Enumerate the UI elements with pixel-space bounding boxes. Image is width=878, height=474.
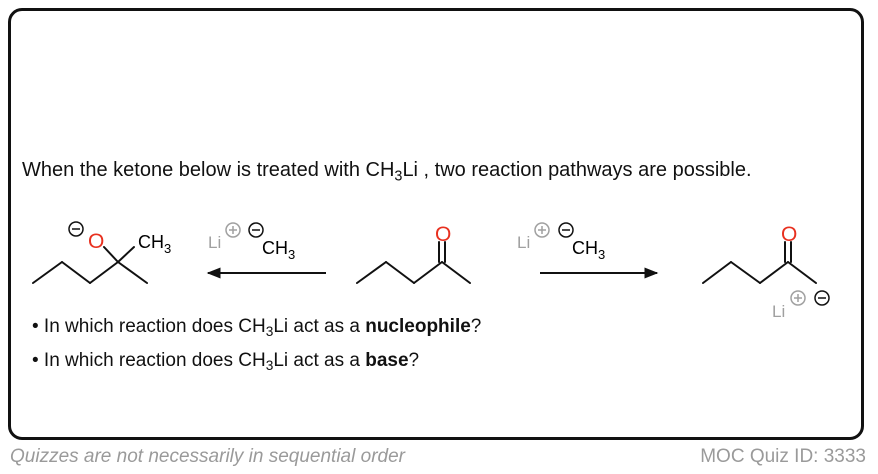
negative-charge-icon: [68, 221, 84, 237]
question-nucleophile: • In which reaction does CH3Li act as a …: [32, 316, 482, 340]
alkoxide-oxygen: O: [88, 230, 104, 253]
methyl-label: CH3: [572, 238, 605, 262]
intro-text: When the ketone below is treated with CH…: [22, 159, 752, 185]
positive-charge-icon: [534, 222, 550, 238]
methyl-label: CH3: [138, 232, 171, 256]
methyl-label: CH3: [262, 238, 295, 262]
lithium-label: Li: [772, 302, 785, 321]
footer-note: Quizzes are not necessarily in sequentia…: [10, 446, 405, 467]
enolate-oxygen: O: [781, 223, 797, 246]
lithium-label: Li: [208, 233, 221, 252]
lithium-label: Li: [517, 233, 530, 252]
negative-charge-icon: [558, 222, 574, 238]
quiz-card: [8, 8, 864, 440]
enolate-product: [702, 241, 817, 284]
positive-charge-icon: [225, 222, 241, 238]
ketone-oxygen: O: [435, 223, 451, 246]
negative-charge-icon: [248, 222, 264, 238]
positive-charge-icon: [790, 290, 806, 306]
ketone-structure: [356, 241, 471, 284]
negative-charge-icon: [814, 290, 830, 306]
alkoxide-product: [32, 246, 148, 284]
question-base: • In which reaction does CH3Li act as a …: [32, 350, 420, 374]
quiz-id: MOC Quiz ID: 3333: [700, 446, 866, 467]
